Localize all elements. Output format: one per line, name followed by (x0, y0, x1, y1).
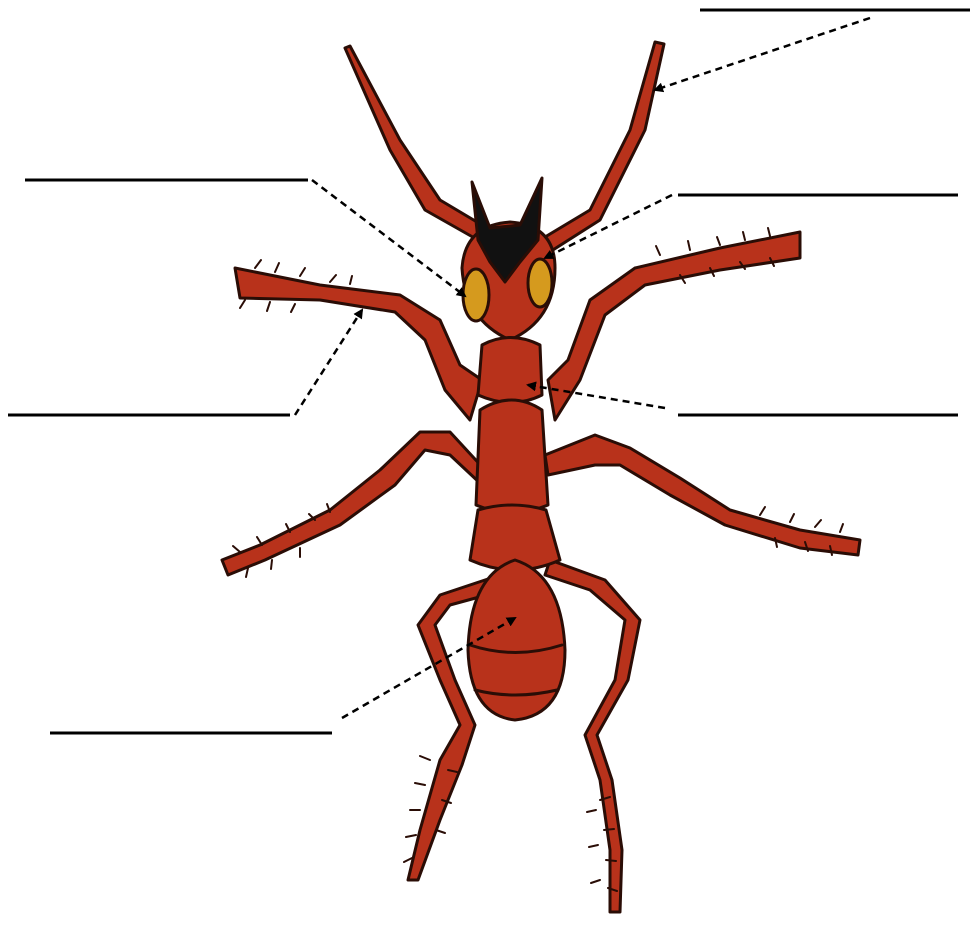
thorax-segment (476, 400, 548, 513)
ant-head (462, 178, 555, 340)
arrow-eye (312, 180, 465, 296)
left-eye (463, 269, 489, 321)
ant-illustration (222, 42, 860, 912)
ant-abdomen (468, 560, 565, 720)
arrow-leg (295, 310, 362, 415)
neck (478, 338, 542, 403)
arrow-antenna (655, 18, 870, 90)
right-eye (528, 259, 552, 307)
